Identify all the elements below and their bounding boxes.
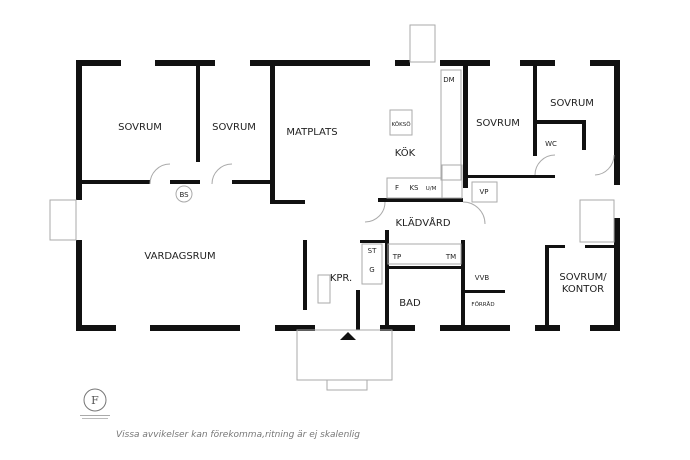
room-label: KPR. xyxy=(330,273,352,284)
walls xyxy=(76,60,620,331)
room-label: TP xyxy=(392,253,402,261)
broker-logo: F xyxy=(80,388,110,419)
room-label: G xyxy=(369,266,374,274)
room-label: SOVRUM xyxy=(550,98,594,109)
room-label: KÖKSÖ xyxy=(391,121,411,128)
svg-text:F: F xyxy=(91,394,99,407)
room-label: WC xyxy=(545,140,557,148)
fixtures xyxy=(49,24,615,391)
room-label: MATPLATS xyxy=(286,127,337,138)
room-label: SOVRUM xyxy=(212,122,256,133)
room-label: VVB xyxy=(475,274,490,282)
room-label: BS xyxy=(179,191,189,199)
room-label: U/M xyxy=(426,186,437,192)
room-label: KLÄDVÅRD xyxy=(395,216,450,229)
room-label: FÖRRÅD xyxy=(471,301,494,308)
room-label: SOVRUM xyxy=(476,118,520,129)
room-label: KÖK xyxy=(395,146,416,159)
room-label: KONTOR xyxy=(562,284,604,295)
disclaimer: Vissa avvikelser kan förekomma,ritning ä… xyxy=(116,430,361,440)
room-label: VP xyxy=(479,188,488,196)
room-label: BAD xyxy=(399,298,421,309)
room-label: KS xyxy=(409,184,419,192)
room-label: TM xyxy=(445,253,456,261)
room-label: F xyxy=(395,184,399,192)
room-label: SOVRUM xyxy=(118,122,162,133)
entrance-arrow-icon xyxy=(340,332,356,340)
room-label: SOVRUM/ xyxy=(559,272,607,283)
room-label: ST xyxy=(368,247,377,255)
room-label: DM xyxy=(443,76,454,84)
room-label: VARDAGSRUM xyxy=(144,251,215,262)
